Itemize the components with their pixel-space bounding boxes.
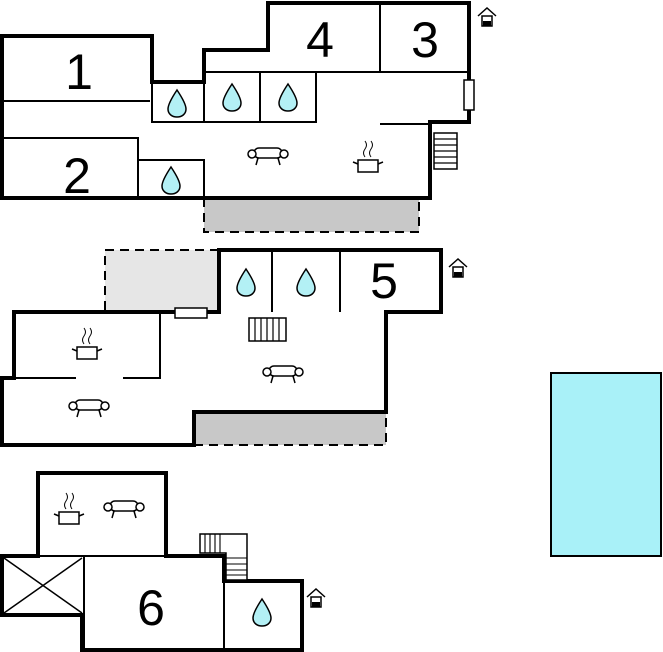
kitchen-pot-icon (352, 140, 384, 173)
kitchen-pot-icon (71, 327, 103, 360)
building-middle: 5 (0, 248, 468, 447)
room-5-label: 5 (370, 253, 398, 309)
bathroom-drop-icon (252, 598, 272, 627)
staircase-icon (199, 533, 248, 581)
balcony-middle (105, 250, 219, 310)
entrance-icon (477, 7, 497, 27)
sofa-icon (247, 147, 289, 166)
entrance-icon (306, 588, 326, 608)
bathroom-drop-icon (278, 83, 298, 112)
sofa-icon (68, 399, 110, 418)
bathroom-drop-icon (161, 166, 181, 195)
terrace-middle (194, 412, 386, 445)
entrance-icon (448, 258, 468, 278)
staircase-icon (433, 132, 458, 170)
staircase-icon (248, 317, 287, 342)
building-top: 1 2 4 3 (0, 1, 497, 233)
building-bottom: 6 (0, 471, 326, 652)
bathroom-drop-icon (222, 83, 242, 112)
window (463, 79, 475, 111)
terrace-top (204, 198, 419, 232)
kitchen-pot-icon (53, 492, 85, 525)
room-4-label: 4 (306, 12, 334, 68)
sofa-icon (262, 365, 304, 384)
sloped-ceiling-cross-icon (3, 557, 83, 614)
sofa-icon (103, 500, 145, 519)
room-6-label: 6 (137, 580, 165, 636)
pool-icon (550, 372, 662, 557)
bathroom-drop-icon (296, 268, 316, 297)
bathroom-drop-icon (167, 89, 187, 118)
bathroom-drop-icon (236, 268, 256, 297)
window (174, 307, 208, 319)
room-1-label: 1 (65, 44, 93, 100)
room-3-label: 3 (411, 12, 439, 68)
room-2-label: 2 (63, 148, 91, 204)
